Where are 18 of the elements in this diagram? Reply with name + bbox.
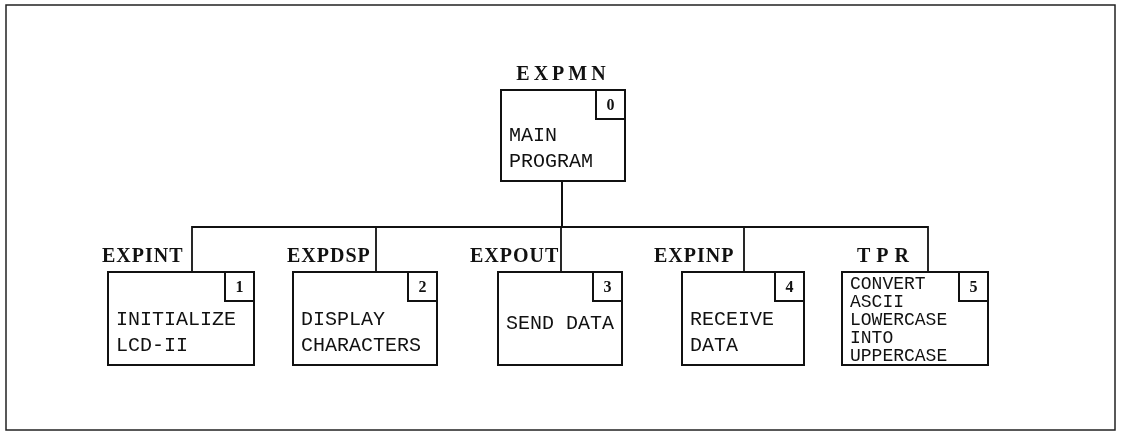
module-description: MAIN PROGRAM (509, 123, 594, 175)
module-name: EXPINT (102, 244, 184, 267)
module-number: 3 (592, 271, 623, 302)
module-number: 4 (774, 271, 805, 302)
module-description: INITIALIZE LCD-II (116, 307, 238, 359)
module-description: DISPLAY CHARACTERS (301, 307, 423, 359)
module-name: EXPINP (654, 244, 735, 267)
module-number: 1 (224, 271, 255, 302)
module-number: 2 (407, 271, 438, 302)
module-name: TPR (857, 244, 915, 267)
module-number: 5 (958, 271, 989, 302)
module-name: EXPOUT (470, 244, 560, 267)
module-name: EXPDSP (287, 244, 371, 267)
module-description: SEND DATA (506, 311, 616, 337)
module-number: 0 (595, 89, 626, 120)
module-name: EXPMN (516, 62, 610, 85)
module-description: CONVERT ASCII LOWERCASE INTO UPPERCASE (850, 275, 949, 365)
module-description: RECEIVE DATA (690, 307, 775, 359)
